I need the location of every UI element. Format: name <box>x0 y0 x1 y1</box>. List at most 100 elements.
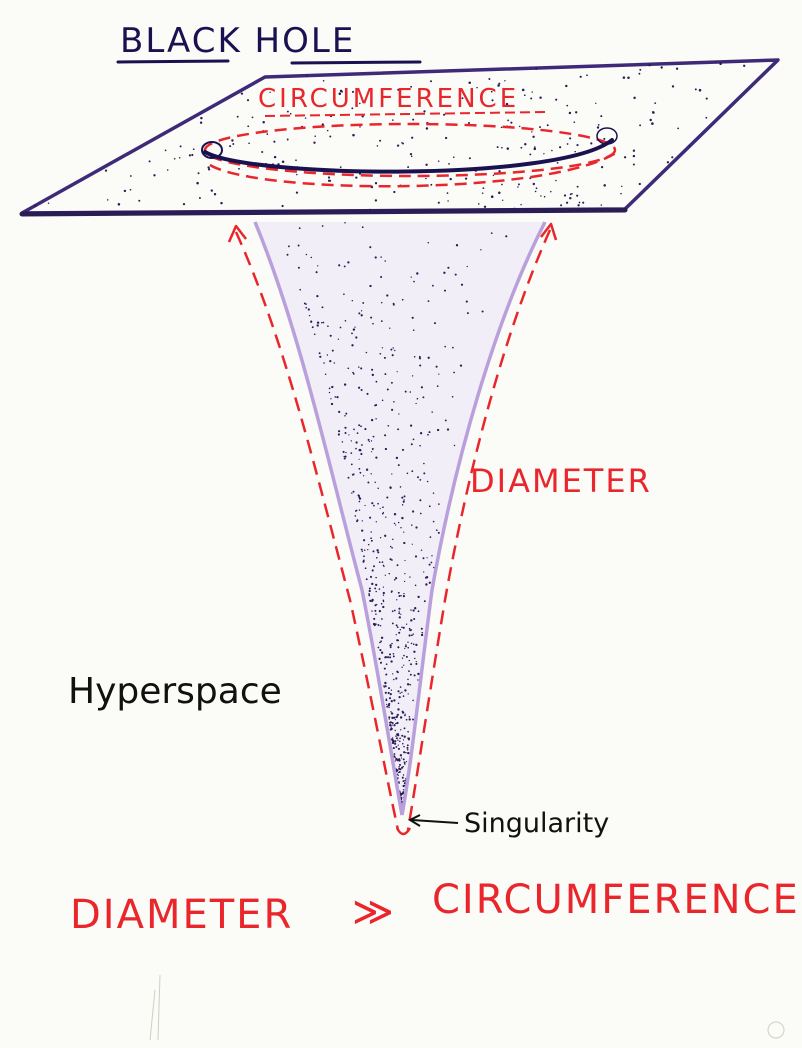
stipple-dot <box>382 561 384 563</box>
stipple-dot <box>555 180 556 181</box>
stipple-dot <box>427 557 428 558</box>
stipple-dot <box>404 648 405 649</box>
stipple-dot <box>391 700 393 702</box>
stipple-dot <box>347 367 349 369</box>
stipple-dot <box>397 640 399 642</box>
stipple-dot <box>452 347 454 349</box>
stipple-dot <box>368 439 370 441</box>
stipple-dot <box>409 628 411 630</box>
stipple-dot <box>482 192 484 194</box>
stipple-dot <box>454 445 455 446</box>
stipple-dot <box>382 606 384 608</box>
stipple-dot <box>403 695 405 697</box>
stipple-dot <box>431 411 432 412</box>
stipple-dot <box>519 126 521 128</box>
stipple-dot <box>507 119 509 121</box>
stipple-dot <box>406 624 407 625</box>
stipple-dot <box>409 716 411 718</box>
stipple-dot <box>361 310 362 311</box>
stipple-dot <box>371 473 372 474</box>
stipple-dot <box>377 487 379 489</box>
stipple-dot <box>415 526 417 528</box>
stipple-dot <box>695 88 697 90</box>
stipple-dot <box>373 618 375 620</box>
stipple-dot <box>391 728 393 730</box>
stipple-dot <box>434 322 436 324</box>
stipple-dot <box>344 432 346 434</box>
stipple-dot <box>340 166 342 168</box>
stipple-dot <box>220 202 222 204</box>
stipple-dot <box>417 673 419 675</box>
stipple-dot <box>385 575 386 576</box>
stipple-dot <box>555 99 557 101</box>
stipple-dot <box>501 127 503 129</box>
stipple-dot <box>390 647 392 649</box>
stipple-dot <box>328 176 330 178</box>
stipple-dot <box>330 398 331 399</box>
stipple-dot <box>403 751 405 753</box>
stipple-dot <box>436 529 438 531</box>
stipple-dot <box>401 767 403 769</box>
stipple-dot <box>379 561 381 563</box>
stipple-dot <box>438 202 440 204</box>
stipple-dot <box>421 634 423 636</box>
stipple-dot <box>316 295 318 297</box>
stipple-dot <box>384 682 386 684</box>
stipple-dot <box>299 289 301 291</box>
stipple-dot <box>484 206 486 208</box>
stipple-dot <box>338 433 340 435</box>
stipple-dot <box>409 660 410 661</box>
stipple-dot <box>428 357 430 359</box>
stipple-dot <box>425 178 427 180</box>
stipple-dot <box>323 322 325 324</box>
stipple-dot <box>394 730 395 731</box>
stipple-dot <box>322 306 324 308</box>
stipple-dot <box>381 302 383 304</box>
stipple-dot <box>372 550 374 552</box>
stipple-dot <box>574 151 576 153</box>
stipple-dot <box>398 464 400 466</box>
stipple-dot <box>385 517 386 518</box>
stipple-dot <box>401 626 403 628</box>
stipple-dot <box>415 663 417 665</box>
stipple-dot <box>396 733 398 735</box>
stipple-dot <box>403 531 404 532</box>
stipple-dot <box>369 600 371 602</box>
stipple-dot <box>200 121 202 123</box>
stipple-dot <box>412 375 413 376</box>
stipple-dot <box>238 168 240 170</box>
stipple-dot <box>421 628 423 630</box>
stipple-dot <box>403 655 405 657</box>
stipple-dot <box>371 369 373 371</box>
stipple-dot <box>404 715 406 717</box>
stipple-dot <box>557 162 559 164</box>
stipple-dot <box>397 714 399 716</box>
stipple-dot <box>468 122 470 124</box>
stipple-dot <box>383 685 385 687</box>
stipple-dot <box>196 182 199 185</box>
stipple-dot <box>569 197 571 199</box>
stipple-dot <box>408 737 410 739</box>
stipple-dot <box>401 142 403 144</box>
stipple-dot <box>430 536 432 538</box>
stipple-dot <box>438 373 439 374</box>
stipple-dot <box>387 656 389 658</box>
stipple-dot <box>570 193 572 195</box>
stipple-dot <box>374 405 376 407</box>
stipple-dot <box>418 610 420 612</box>
stipple-dot <box>407 166 409 168</box>
stipple-dot <box>390 711 391 712</box>
stipple-dot <box>399 611 400 612</box>
stipple-dot <box>406 761 407 762</box>
stipple-dot <box>34 205 36 207</box>
stipple-dot <box>306 75 308 77</box>
stipple-dot <box>400 754 402 756</box>
stipple-dot <box>393 655 395 657</box>
stipple-dot <box>517 186 518 187</box>
stipple-dot <box>577 186 579 188</box>
stipple-dot <box>363 555 365 557</box>
stipple-dot <box>394 350 395 351</box>
stipple-dot <box>118 203 121 206</box>
stipple-dot <box>395 719 396 720</box>
